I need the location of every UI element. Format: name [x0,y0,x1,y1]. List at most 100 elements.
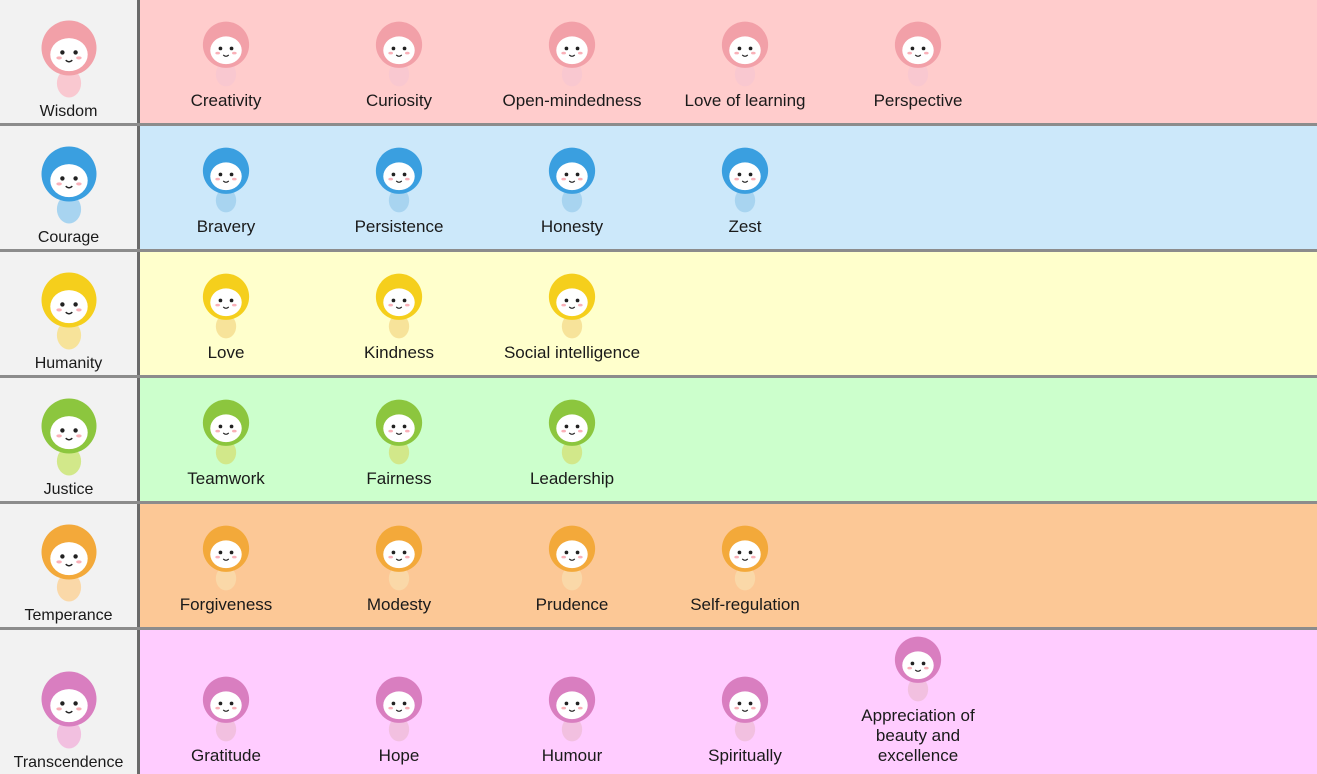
strength-character-icon [370,143,428,217]
virtue-row: Justice Teamwork Fairness Leadership [0,378,1317,504]
virtue-cell: Humanity [0,252,140,375]
strength-character-icon [716,672,774,746]
strength-label: Forgiveness [179,595,273,614]
strength-item: Forgiveness [139,504,313,627]
virtue-cell: Courage [0,126,140,249]
strength-label: Appreciation of beauty and excellence [861,706,975,765]
strength-character-icon [370,521,428,595]
strength-character-icon [889,632,947,706]
virtue-character-icon [35,141,103,229]
strength-character-icon [716,17,774,91]
strength-item: Modesty [312,504,486,627]
strength-item: Hope [312,630,486,774]
virtue-label: Courage [37,229,100,246]
virtue-cell: Wisdom [0,0,140,123]
strength-character-icon [197,521,255,595]
strength-label: Creativity [190,91,262,110]
strength-label: Bravery [196,217,256,236]
strength-label: Fairness [366,469,432,488]
strength-label: Love of learning [684,91,806,110]
virtue-character-icon [35,393,103,481]
strength-label: Open-mindedness [502,91,642,110]
strength-label: Social intelligence [503,343,641,362]
strength-item: Perspective [831,0,1005,123]
virtue-label: Justice [43,481,94,498]
strength-label: Humour [541,746,603,765]
strength-item: Zest [658,126,832,249]
virtue-character-icon [35,267,103,355]
strength-character-icon [543,17,601,91]
strengths-area: Teamwork Fairness Leadership [140,378,1317,501]
strength-character-icon [543,395,601,469]
strength-character-icon [197,672,255,746]
strength-character-icon [889,17,947,91]
strengths-area: Gratitude Hope Humour Spiritually Appreciati… [140,630,1317,774]
strength-character-icon [543,143,601,217]
virtue-label: Humanity [34,355,103,372]
strength-item: Open-mindedness [485,0,659,123]
strength-character-icon [197,269,255,343]
strength-label: Kindness [364,343,434,362]
strength-character-icon [716,521,774,595]
virtue-character-icon [35,666,103,754]
strength-character-icon [197,17,255,91]
strength-label: Persistence [354,217,444,236]
strength-character-icon [543,269,601,343]
strength-character-icon [370,269,428,343]
strength-label: Prudence [535,595,609,614]
strength-character-icon [543,672,601,746]
strength-item: Gratitude [139,630,313,774]
strength-item: Curiosity [312,0,486,123]
strength-character-icon [716,143,774,217]
virtue-row: Wisdom Creativity Curiosity Open-mindedness… [0,0,1317,126]
virtue-label: Temperance [24,607,113,624]
strength-item: Spiritually [658,630,832,774]
strengths-area: Creativity Curiosity Open-mindedness Love o… [140,0,1317,123]
strength-label: Curiosity [365,91,433,110]
virtue-cell: Temperance [0,504,140,627]
strength-item: Love of learning [658,0,832,123]
strength-item: Self-regulation [658,504,832,627]
strength-character-icon [370,672,428,746]
strength-label: Perspective [873,91,963,110]
virtue-row: Humanity Love Kindness Social intelligence [0,252,1317,378]
strength-label: Leadership [529,469,615,488]
strength-label: Self-regulation [690,595,800,614]
strength-label: Teamwork [187,469,265,488]
strength-item: Appreciation of beauty and excellence [831,630,1005,774]
virtue-row: Transcendence Gratitude Hope Humour Spiritua… [0,630,1317,774]
virtue-label: Transcendence [13,754,124,771]
virtue-cell: Justice [0,378,140,501]
strength-label: Love [207,343,245,362]
strength-character-icon [543,521,601,595]
strength-label: Honesty [540,217,604,236]
strength-label: Gratitude [191,746,261,765]
virtue-label: Wisdom [39,103,98,120]
strengths-area: Bravery Persistence Honesty Zest [140,126,1317,249]
strength-item: Leadership [485,378,659,501]
strength-item: Teamwork [139,378,313,501]
strength-item: Persistence [312,126,486,249]
strength-item: Creativity [139,0,313,123]
strength-item: Social intelligence [485,252,659,375]
strength-item: Prudence [485,504,659,627]
strength-character-icon [197,395,255,469]
strength-item: Bravery [139,126,313,249]
strength-character-icon [197,143,255,217]
virtue-character-icon [35,519,103,607]
strength-label: Spiritually [708,746,782,765]
virtue-cell: Transcendence [0,630,140,774]
strength-character-icon [370,17,428,91]
strengths-area: Love Kindness Social intelligence [140,252,1317,375]
strength-item: Humour [485,630,659,774]
virtue-row: Courage Bravery Persistence Honesty Zest [0,126,1317,252]
strength-item: Honesty [485,126,659,249]
strength-label: Hope [378,746,420,765]
virtue-character-icon [35,15,103,103]
strength-item: Fairness [312,378,486,501]
strength-label: Zest [728,217,762,236]
strength-item: Love [139,252,313,375]
